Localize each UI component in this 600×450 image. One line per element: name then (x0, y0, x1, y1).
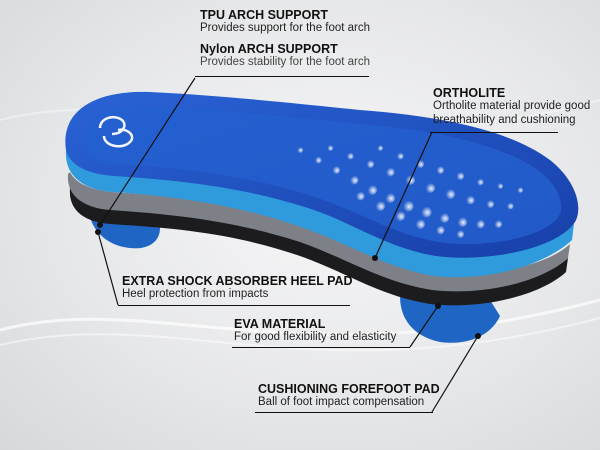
heel-pad-underline (118, 305, 350, 306)
background-swoosh (0, 317, 600, 352)
nylon-desc: Provides stability for the foot arch (200, 56, 371, 69)
eva-marker (435, 303, 441, 309)
eva-leader (409, 305, 439, 348)
forefoot-marker (475, 333, 481, 339)
top-surface-inner (83, 105, 562, 244)
heel-pad-marker (95, 229, 101, 235)
tpu-leader (99, 77, 196, 226)
heel-pad-callout: EXTRA SHOCK ABSORBER HEEL PAD Heel prote… (122, 274, 353, 302)
heel-pad-leader (97, 231, 119, 306)
ortholite-desc-line1: Ortholite material provide good (433, 100, 591, 113)
tpu-title: TPU ARCH SUPPORT (200, 8, 329, 22)
forefoot-title: CUSHIONING FOREFOOT PAD (258, 382, 440, 396)
tpu-marker (97, 222, 103, 228)
ortholite-marker (372, 255, 378, 261)
heel-pad-desc: Heel protection from impacts (122, 288, 269, 301)
ortholite-leader (374, 131, 433, 259)
forefoot-callout: CUSHIONING FOREFOOT PAD Ball of foot imp… (258, 382, 440, 410)
dot-texture (297, 145, 523, 238)
tpu-callout: TPU ARCH SUPPORT Provides support for th… (200, 8, 370, 36)
forefoot-desc: Ball of foot impact compensation (258, 396, 425, 409)
eva-desc: For good flexibility and elasticity (234, 331, 397, 344)
nylon-callout: Nylon ARCH SUPPORT Provides stability fo… (200, 42, 370, 70)
heel-pad-title: EXTRA SHOCK ABSORBER HEEL PAD (122, 274, 353, 288)
ortholite-underline (430, 132, 558, 133)
ortholite-desc-line2: breathability and cushioning (433, 113, 576, 126)
tpu-desc: Provides support for the foot arch (200, 22, 371, 35)
eva-callout: EVA MATERIAL For good flexibility and el… (234, 317, 396, 345)
eva-title: EVA MATERIAL (234, 317, 326, 331)
nylon-underline (195, 76, 369, 77)
forefoot-underline (255, 412, 433, 413)
brand-logo-icon (98, 116, 134, 148)
nylon-title: Nylon ARCH SUPPORT (200, 42, 338, 56)
ortholite-title: ORTHOLITE (433, 86, 506, 100)
eva-underline (232, 347, 410, 348)
forefoot-leader (431, 335, 479, 413)
ortholite-callout: ORTHOLITE Ortholite material provide goo… (433, 86, 590, 127)
